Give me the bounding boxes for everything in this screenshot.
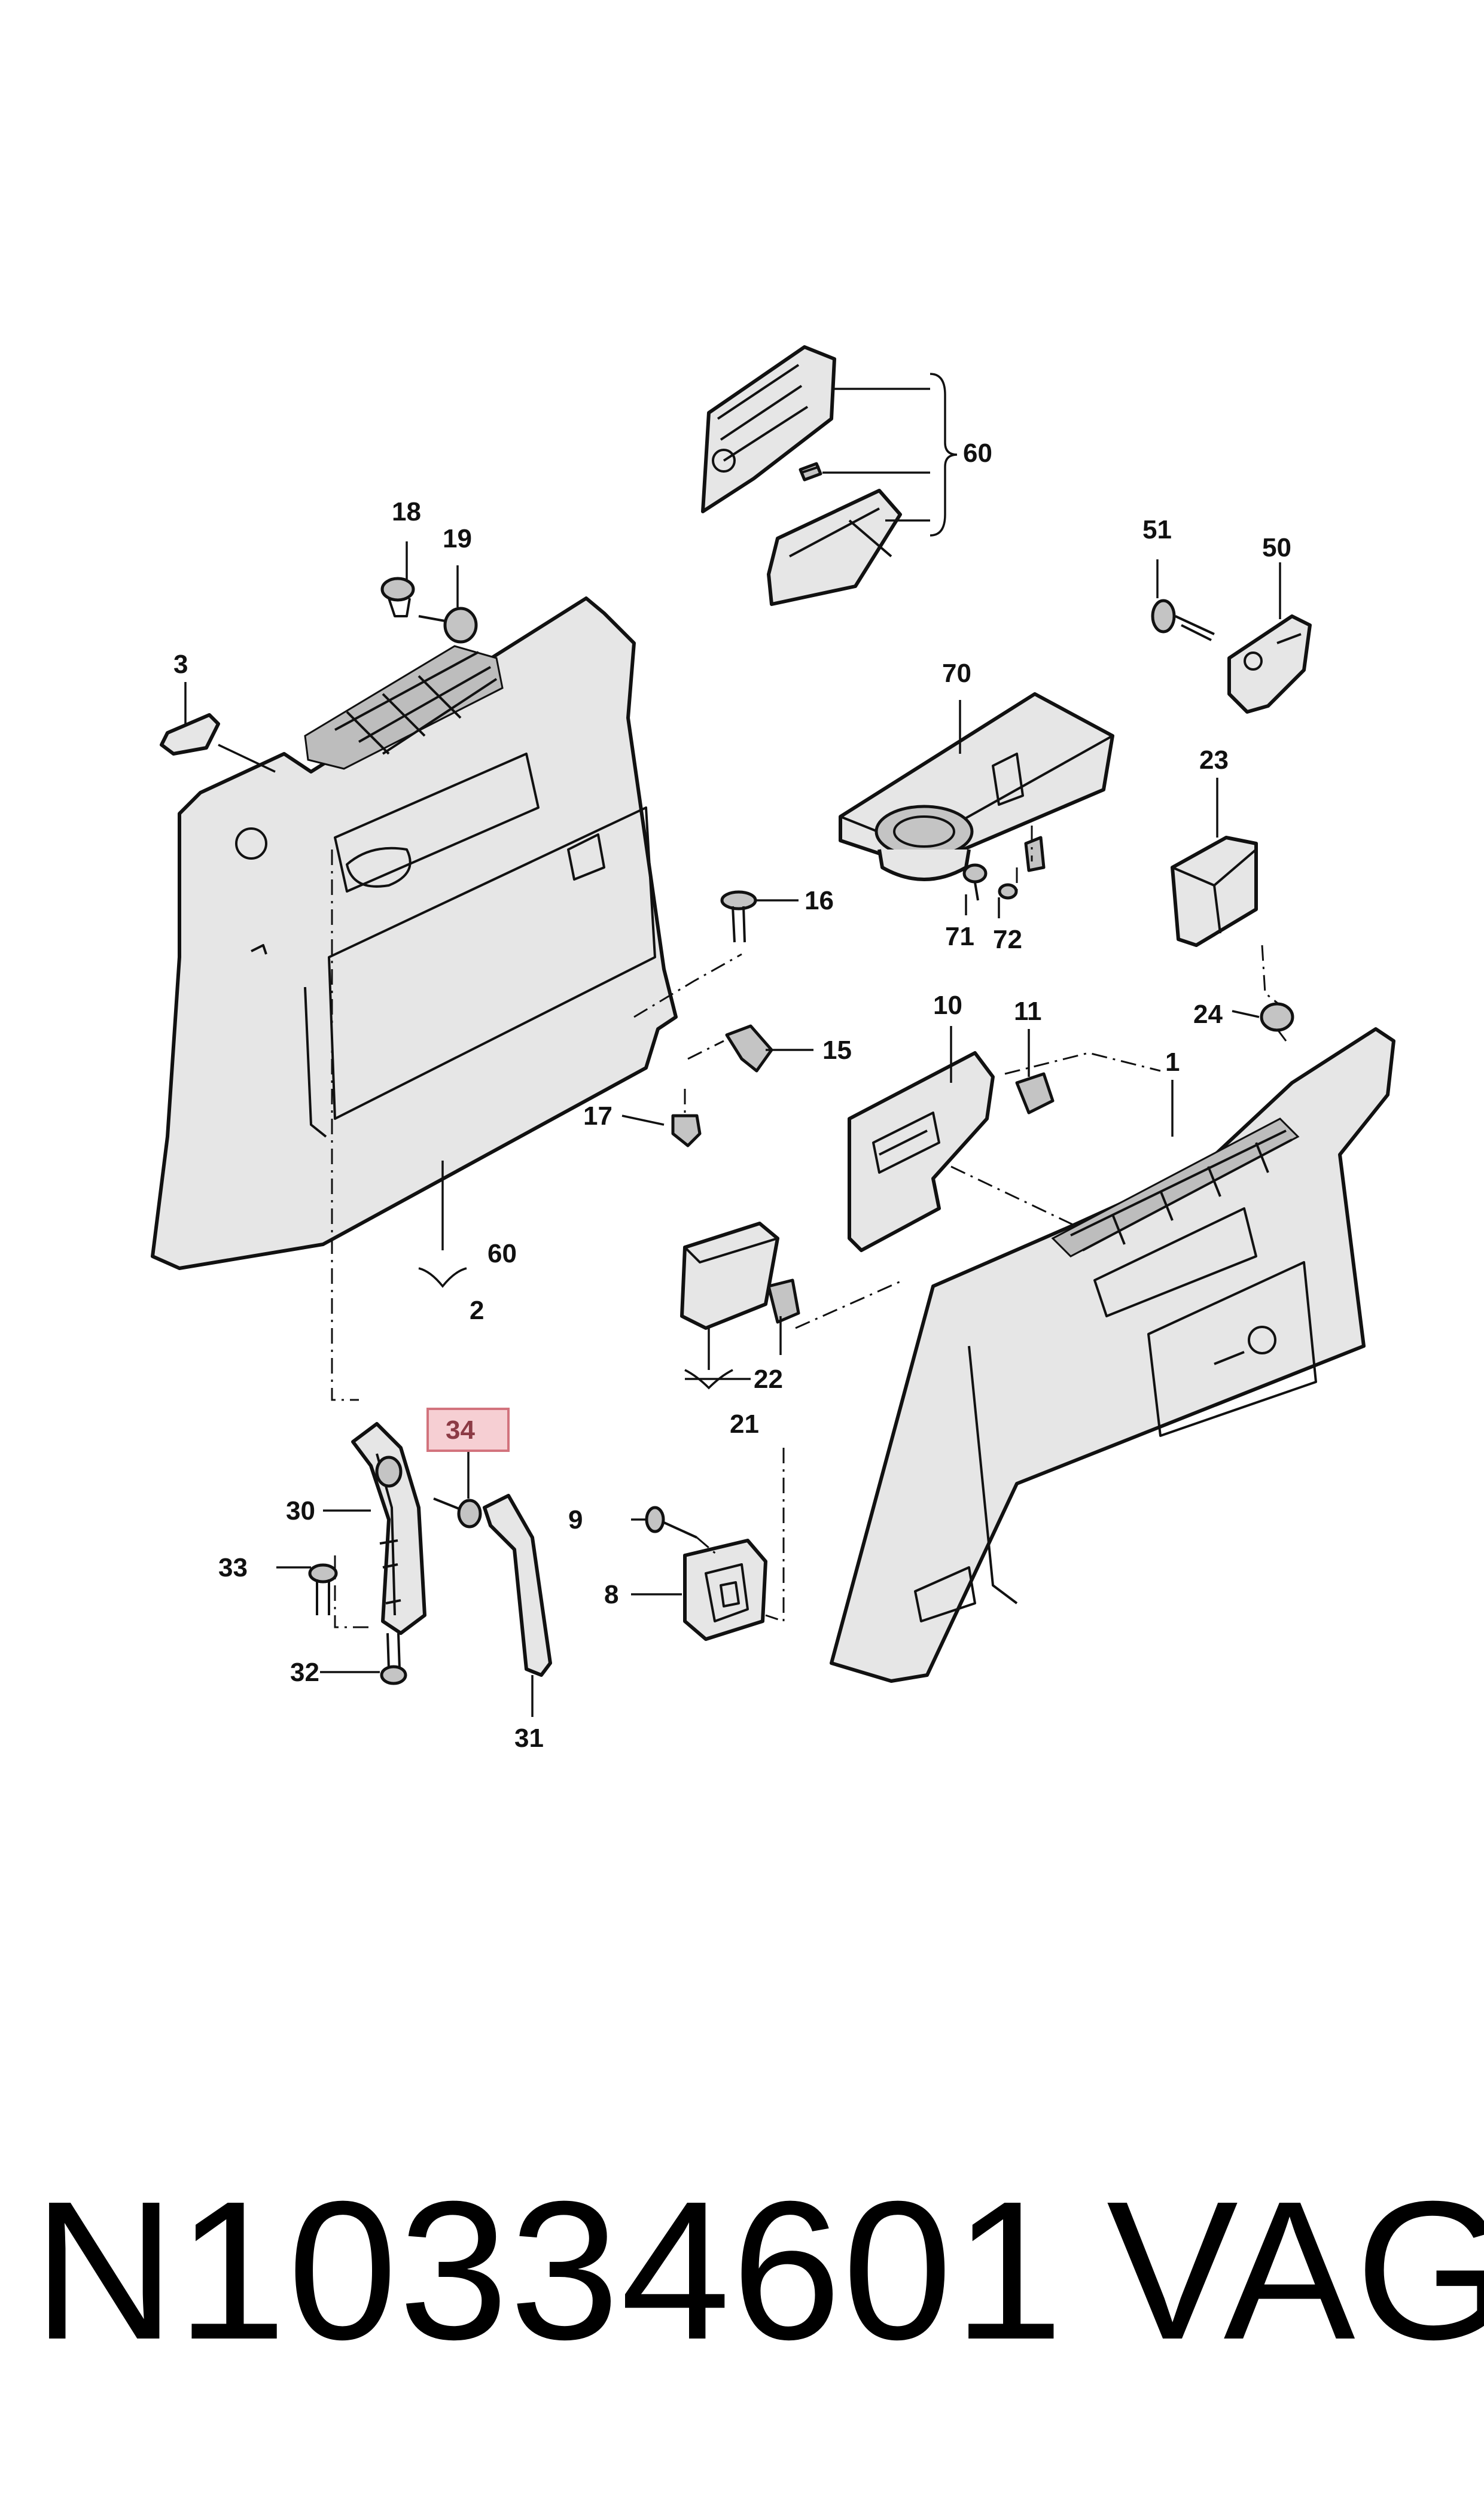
assembly-lines [331, 826, 1287, 1628]
callout-17: 17 [583, 1101, 613, 1131]
brand-name: VAG [1107, 2160, 1484, 2380]
pillar-trim-30 [351, 1422, 426, 1635]
fasteners-lower [308, 1497, 767, 1685]
callout-34: 34 [446, 1415, 475, 1445]
callout-9: 9 [568, 1505, 583, 1534]
callout-32: 32 [290, 1658, 319, 1687]
callout-2: 2 [470, 1296, 484, 1325]
callout-15: 15 [822, 1036, 852, 1065]
callout-10: 10 [933, 991, 962, 1020]
cover-panel [848, 1051, 995, 1252]
callout-60-left: 60 [487, 1239, 517, 1268]
upper-trim-assembly [701, 345, 958, 606]
callout-50: 50 [1262, 533, 1291, 562]
callout-24: 24 [1193, 1000, 1223, 1029]
callout-34-highlight [426, 1408, 510, 1452]
callout-16: 16 [805, 886, 834, 915]
callout-31: 31 [514, 1724, 544, 1753]
callout-60-top: 60 [963, 439, 992, 468]
right-side-trim-panel [830, 1027, 1395, 1683]
grab-handle-21 [680, 1222, 800, 1330]
leader-lines [184, 541, 1281, 1717]
cap-23 [1171, 836, 1258, 947]
callout-19: 19 [443, 524, 472, 553]
left-side-trim-panel [151, 596, 678, 1270]
callout-21: 21 [730, 1409, 759, 1439]
callout-33: 33 [218, 1553, 248, 1582]
callout-22: 22 [754, 1365, 783, 1394]
callout-70: 70 [942, 659, 971, 688]
callout-3: 3 [173, 650, 188, 679]
callout-51: 51 [1142, 515, 1172, 544]
callout-1: 1 [1165, 1048, 1180, 1077]
fasteners [160, 577, 1294, 1147]
callout-72: 72 [993, 925, 1022, 954]
bracket-50 [1227, 614, 1312, 714]
callout-71: 71 [945, 922, 974, 951]
pillar-trim-31 [483, 1494, 552, 1677]
callout-23: 23 [1199, 745, 1229, 775]
callout-30: 30 [286, 1496, 315, 1526]
callout-11: 11 [1014, 997, 1042, 1026]
callout-labels: 60 18 19 51 50 3 70 23 16 71 72 10 11 24… [173, 439, 1291, 1753]
part-number: N10334601 [33, 2160, 1065, 2380]
callout-8: 8 [604, 1580, 618, 1609]
callout-18: 18 [392, 497, 421, 526]
cupholder-assembly [839, 692, 1114, 881]
